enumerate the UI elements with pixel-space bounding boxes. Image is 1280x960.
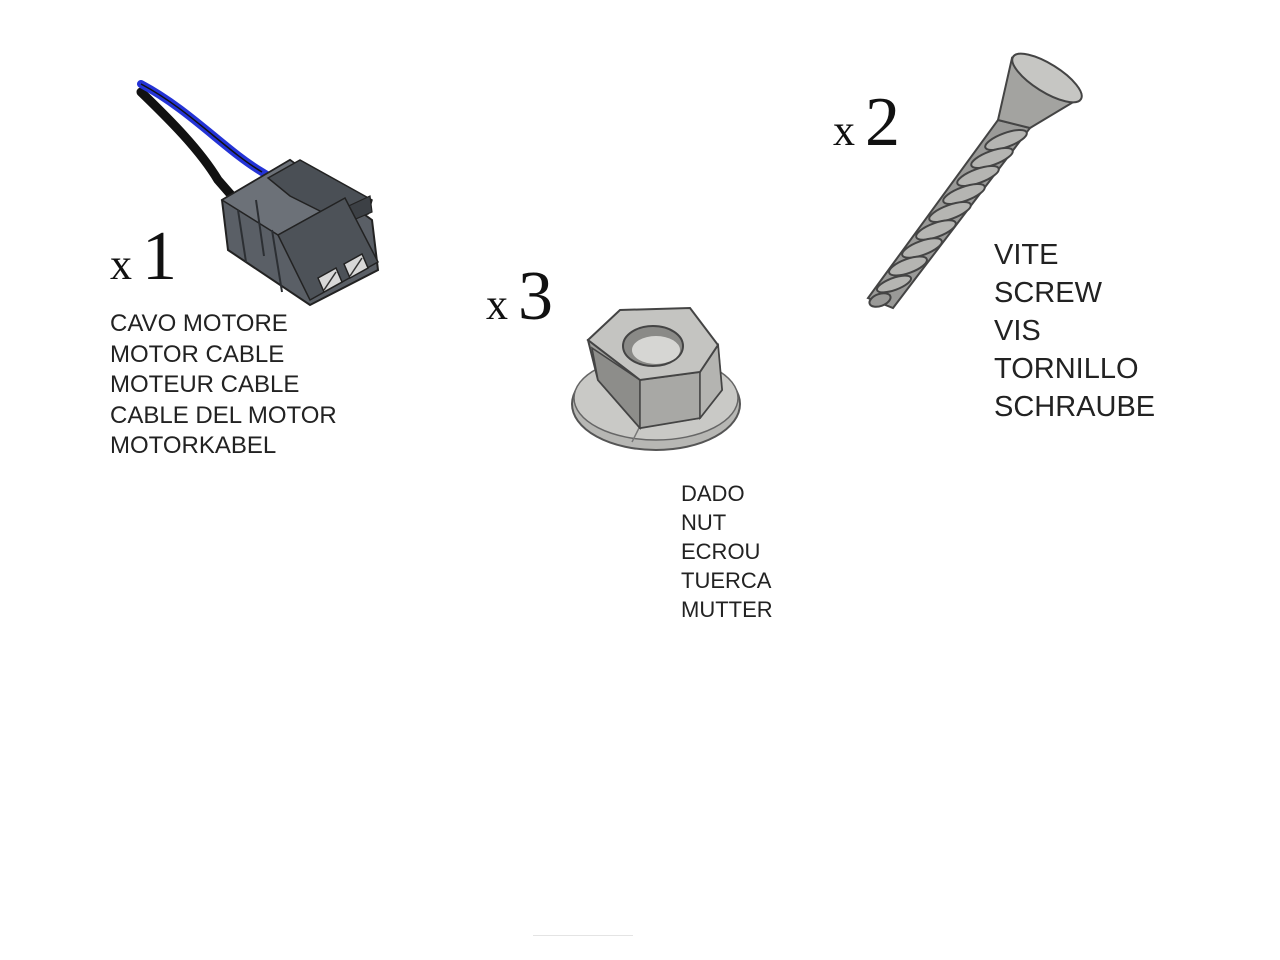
screw-label-en: SCREW (994, 277, 1102, 309)
screw-label-list: VITE SCREW VIS TORNILLO SCHRAUBE (994, 236, 1155, 426)
screw-quantity-value: 2 (865, 84, 900, 161)
cable-label-list: CAVO MOTORE MOTOR CABLE MOTEUR CABLE CAB… (110, 309, 337, 462)
flange-nut-icon (571, 306, 741, 451)
cable-label-es: CABLE DEL MOTOR (110, 401, 337, 429)
nut-quantity-value: 3 (518, 258, 553, 335)
cable-label-en: MOTOR CABLE (110, 340, 285, 368)
screw-label-it: VITE (994, 239, 1059, 271)
cable-label-de: MOTORKABEL (110, 432, 277, 459)
screw-label-de: SCHRAUBE (994, 391, 1156, 423)
nut-label-it: DADO (681, 481, 745, 506)
screw-label-es: TORNILLO (994, 353, 1139, 385)
nut-label-de: MUTTER (681, 597, 773, 622)
countersunk-screw-icon (866, 52, 1083, 310)
nut-label-list: DADO NUT ECROU TUERCA MUTTER (681, 479, 773, 624)
nut-quantity-prefix: x (486, 280, 508, 329)
cable-label-it: CAVO MOTORE (110, 310, 288, 337)
nut-label-es: TUERCA (681, 568, 772, 593)
cable-quantity-value: 1 (142, 218, 177, 295)
screw-quantity-prefix: x (833, 106, 855, 155)
motor-cable-icon (136, 80, 380, 307)
nut-label-fr: ECROU (681, 539, 761, 564)
cable-quantity-prefix: x (110, 240, 132, 289)
screw-label-fr: VIS (994, 315, 1041, 347)
cable-label-fr: MOTEUR CABLE (110, 371, 300, 398)
divider-line (533, 935, 633, 936)
nut-label-en: NUT (681, 510, 727, 535)
